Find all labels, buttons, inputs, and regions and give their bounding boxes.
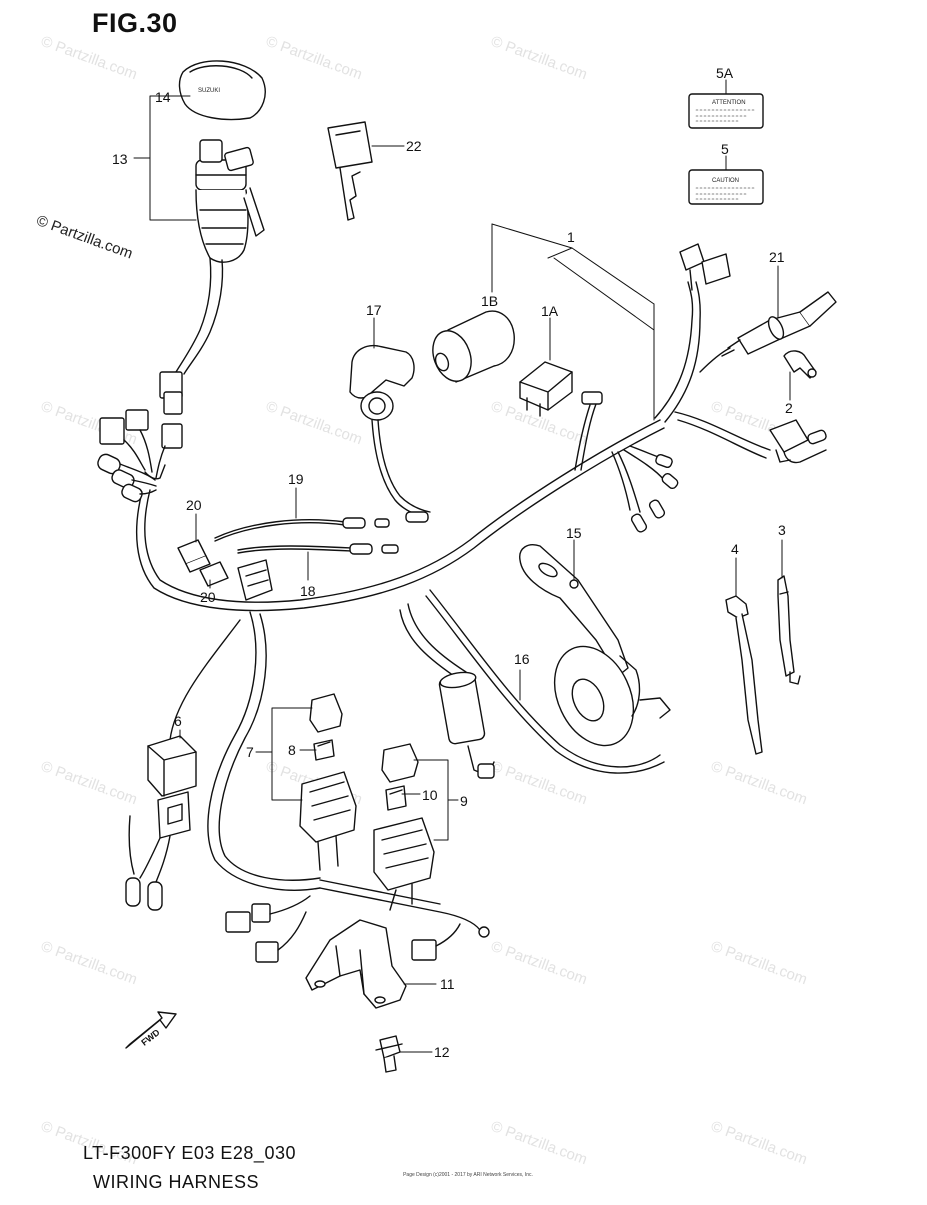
watermark: © Partzilla.com (39, 33, 140, 84)
key-cap-14[interactable]: SUZUKI (198, 88, 220, 94)
connector-near-2[interactable] (769, 419, 827, 464)
callout-20-lower[interactable]: 20 (200, 589, 216, 605)
callout-2[interactable]: 2 (785, 400, 793, 416)
callout-8[interactable]: 8 (288, 742, 296, 758)
decal-5-text: CAUTION (712, 178, 739, 184)
footer-fine-print: Page Design (c)2001 - 2017 by ARI Networ… (398, 1172, 538, 1178)
relay-6[interactable] (125, 735, 197, 911)
bracket-11[interactable] (305, 919, 407, 1009)
decal-5a[interactable]: ATTENTION (688, 93, 764, 129)
callout-11[interactable]: 11 (440, 976, 455, 992)
mid-connector-spray[interactable] (574, 391, 679, 533)
watermark: © Partzilla.com (709, 938, 810, 989)
fuse-10[interactable] (389, 789, 403, 795)
fwd-label: FWD (139, 1027, 162, 1048)
callout-4[interactable]: 4 (731, 541, 739, 557)
fuse-8[interactable] (317, 741, 331, 747)
lead-wire-19[interactable] (214, 517, 390, 542)
watermark: © Partzilla.com (489, 1118, 590, 1169)
callout-1b[interactable]: 1B (481, 293, 498, 309)
callout-18[interactable]: 18 (300, 583, 316, 599)
connector-21[interactable] (699, 291, 837, 373)
callout-15[interactable]: 15 (566, 525, 582, 541)
cable-tie-4[interactable] (725, 595, 763, 755)
bolt-12[interactable] (375, 1035, 403, 1073)
fwd-arrow (125, 1011, 177, 1049)
clamp-2[interactable] (783, 350, 817, 379)
ignition-switch[interactable] (159, 60, 266, 415)
callout-16[interactable]: 16 (514, 651, 530, 667)
callout-21[interactable]: 21 (769, 249, 785, 265)
watermark: © Partzilla.com (39, 758, 140, 809)
lead-wire-18[interactable] (237, 543, 399, 555)
watermark: © Partzilla.com (709, 758, 810, 809)
callout-6[interactable]: 6 (174, 713, 182, 729)
horn[interactable] (539, 634, 671, 759)
callout-20-upper[interactable]: 20 (186, 497, 202, 513)
fuse-holder-7[interactable] (299, 693, 357, 871)
handlebar-switch[interactable] (349, 344, 431, 523)
callout-7[interactable]: 7 (246, 744, 254, 760)
part-1b-resistor[interactable] (426, 310, 515, 386)
leader-lines (133, 79, 791, 1053)
callout-19[interactable]: 19 (288, 471, 304, 487)
watermark: © Partzilla.com (264, 398, 365, 449)
callout-3[interactable]: 3 (778, 522, 786, 538)
watermark: © Partzilla.com (489, 758, 590, 809)
callout-13[interactable]: 13 (112, 151, 128, 167)
callout-1a[interactable]: 1A (541, 303, 559, 319)
horn-lead-wire[interactable] (429, 589, 661, 768)
harness-connector-upper-right[interactable] (679, 243, 731, 291)
callout-1[interactable]: 1 (567, 229, 575, 245)
coil-assembly[interactable] (438, 670, 495, 779)
part-1a-relay[interactable] (519, 361, 573, 417)
key-cap-text: SUZUKI (198, 88, 220, 94)
horn-bracket[interactable] (519, 544, 629, 677)
model-code: LT-F300FY E03 E28_030 (83, 1143, 296, 1163)
left-connector-cluster[interactable] (96, 409, 183, 504)
band-3[interactable] (777, 575, 801, 685)
watermark: © Partzilla.com (489, 33, 590, 84)
section-title: WIRING HARNESS (93, 1172, 260, 1192)
callout-12[interactable]: 12 (434, 1044, 450, 1060)
cap-20-lower[interactable] (199, 561, 229, 587)
callout-22[interactable]: 22 (406, 138, 422, 154)
decal-5[interactable]: CAUTION (688, 169, 764, 205)
watermark: © Partzilla.com (709, 1118, 810, 1169)
watermark: © Partzilla.com (264, 33, 365, 84)
callout-14[interactable]: 14 (155, 89, 171, 105)
footer-line: Page Design (c)2001 - 2017 by ARI Networ… (403, 1172, 533, 1178)
callout-9[interactable]: 9 (460, 793, 468, 809)
watermark: © Partzilla.com (489, 938, 590, 989)
lower-harness-connectors[interactable] (225, 879, 490, 963)
fuse-holder-9[interactable] (373, 743, 435, 911)
cap-20-upper[interactable] (177, 539, 211, 573)
watermark: © Partzilla.com (39, 938, 140, 989)
callout-5a[interactable]: 5A (716, 65, 734, 81)
decal-5a-text: ATTENTION (712, 100, 746, 106)
wiring-harness-main[interactable] (135, 281, 771, 891)
callout-10[interactable]: 10 (422, 787, 438, 803)
ignition-key[interactable] (327, 121, 373, 221)
callout-17[interactable]: 17 (366, 302, 382, 318)
callout-5[interactable]: 5 (721, 141, 729, 157)
coupler-block[interactable] (237, 559, 273, 601)
figure-title: FIG.30 (92, 8, 178, 38)
